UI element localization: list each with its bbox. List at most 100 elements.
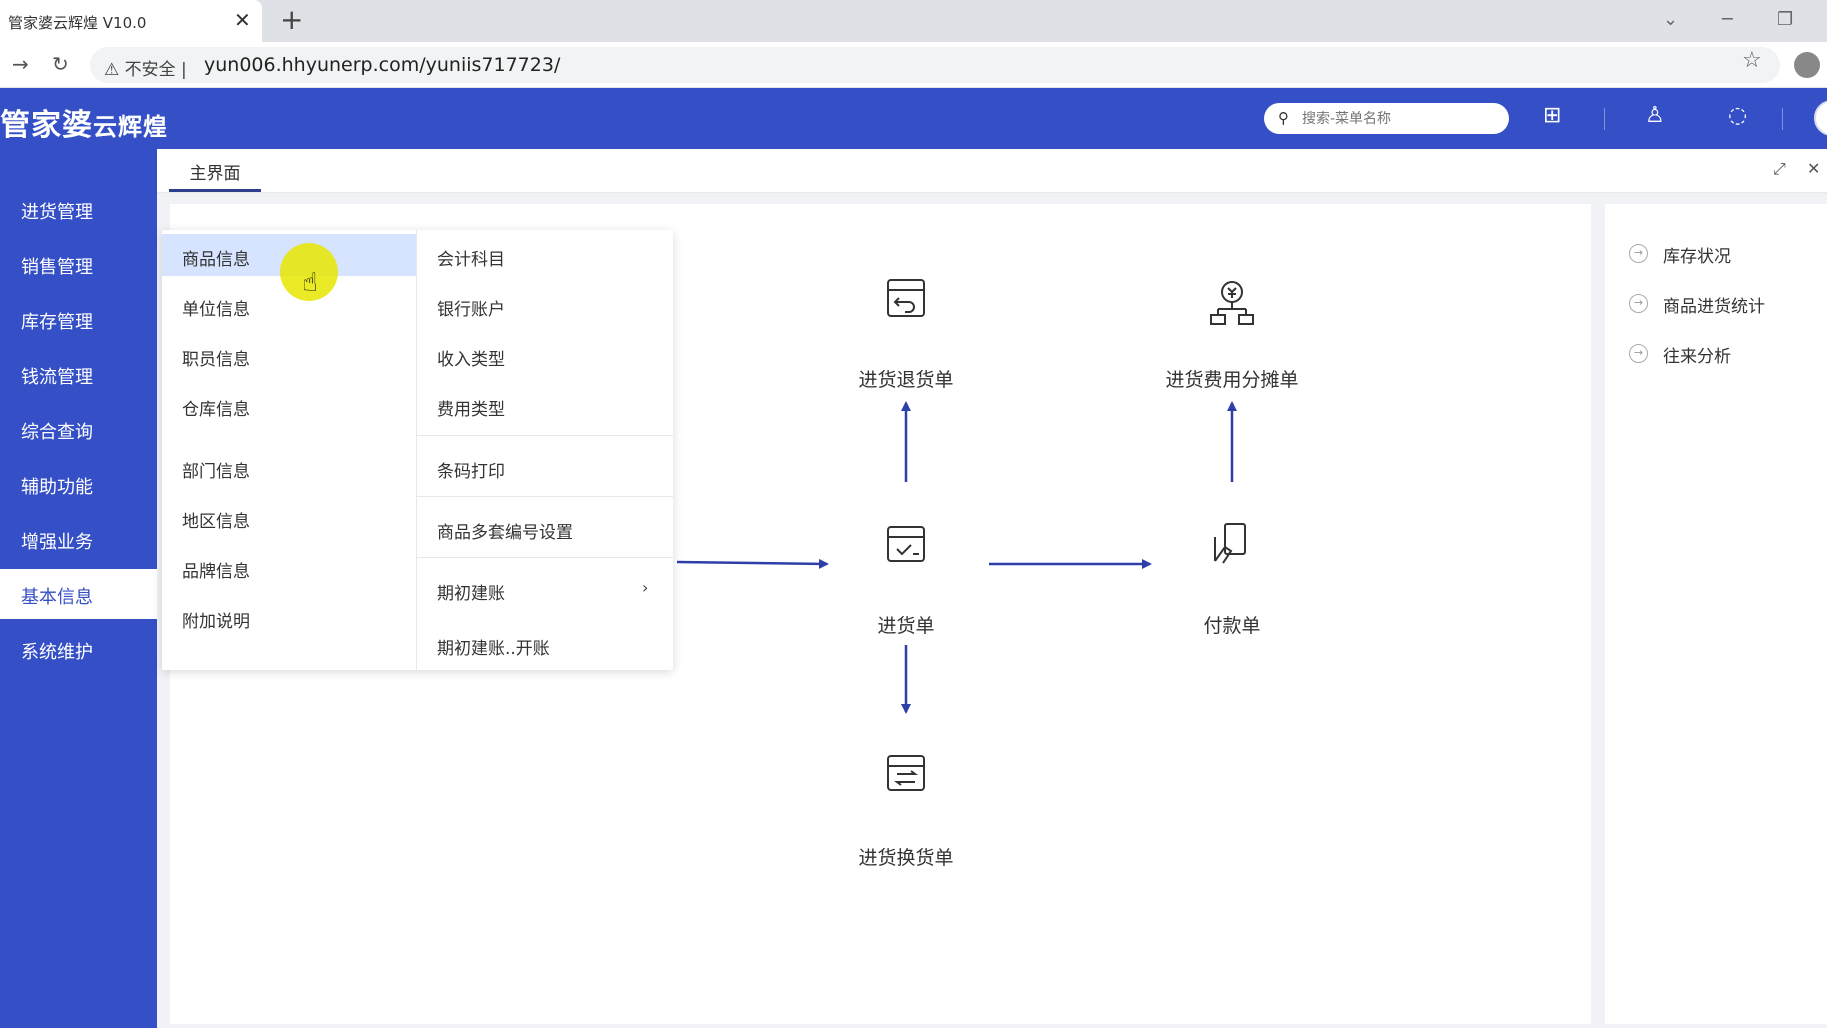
- browser-tabbar: 管家婆云辉煌 V10.0 ✕ + ⌄ ─ ❐: [0, 0, 1827, 42]
- menu-item-warehouse-info[interactable]: 仓库信息: [162, 384, 416, 426]
- cursor-highlight: [280, 243, 338, 301]
- menu-item-opening-balance[interactable]: 期初建账 ›: [417, 568, 673, 610]
- menu-item-region-info[interactable]: 地区信息: [162, 496, 416, 538]
- menu-item-opening-balance-start[interactable]: 期初建账..开账: [417, 623, 673, 665]
- sidebar-item-query[interactable]: 综合查询: [0, 404, 157, 454]
- profile-avatar[interactable]: [1794, 52, 1820, 78]
- forward-icon[interactable]: →: [12, 52, 29, 76]
- flow-node-purchase-exchange[interactable]: 进货换货单: [858, 847, 954, 869]
- menu-item-label: 费用类型: [437, 400, 505, 420]
- menu-item-multi-code-settings[interactable]: 商品多套编号设置: [417, 507, 673, 549]
- purchase-flow-diagram: [676, 279, 1254, 791]
- sidebar-item-label: 基本信息: [21, 587, 93, 608]
- menu-item-label: 品牌信息: [182, 562, 250, 582]
- search-input[interactable]: [1302, 108, 1497, 129]
- menu-item-label: 会计科目: [437, 250, 505, 270]
- menu-item-barcode-print[interactable]: 条码打印: [417, 446, 673, 488]
- flow-node-cost-allocation[interactable]: 进货费用分摊单: [1165, 369, 1299, 391]
- menu-item-bank-accounts[interactable]: 银行账户: [417, 284, 673, 326]
- sidebar-item-enhanced[interactable]: 增强业务: [0, 514, 157, 564]
- menu-item-staff-info[interactable]: 职员信息: [162, 334, 416, 376]
- purchase-return-icon[interactable]: [887, 279, 925, 317]
- logo-sub: 云辉煌: [93, 113, 168, 141]
- menu-item-label: 地区信息: [182, 512, 250, 532]
- link-label: 库存状况: [1663, 247, 1731, 267]
- sidebar-item-label: 辅助功能: [21, 477, 93, 498]
- fullscreen-icon[interactable]: ⤢: [1773, 159, 1786, 178]
- sidebar-item-system[interactable]: 系统维护: [0, 624, 157, 674]
- close-icon[interactable]: ✕: [1807, 159, 1821, 178]
- logo-main: 管家婆: [0, 108, 93, 143]
- browser-tab-title: 管家婆云辉煌 V10.0: [8, 14, 147, 32]
- menu-item-expense-types[interactable]: 费用类型: [417, 384, 673, 426]
- sidebar-item-label: 增强业务: [21, 532, 93, 553]
- flow-node-payment[interactable]: 付款单: [1203, 615, 1261, 637]
- menu-item-notes[interactable]: 附加说明: [162, 596, 416, 638]
- menu-separator: [417, 496, 673, 497]
- menu-item-label: 仓库信息: [182, 400, 250, 420]
- sidebar-item-label: 进货管理: [21, 202, 93, 223]
- purchase-order-icon[interactable]: [887, 526, 925, 562]
- menu-separator: [417, 557, 673, 558]
- new-tab-button[interactable]: +: [280, 3, 304, 36]
- sidebar-item-auxiliary[interactable]: 辅助功能: [0, 459, 157, 509]
- insecure-label[interactable]: ⚠ 不安全 |: [104, 60, 187, 80]
- search-icon: ⚲: [1278, 109, 1289, 127]
- menu-item-label: 期初建账..开账: [437, 639, 550, 659]
- arrow-circle-icon: →: [1629, 294, 1648, 313]
- menu-item-label: 单位信息: [182, 300, 250, 320]
- flow-node-purchase-return[interactable]: 进货退货单: [858, 369, 954, 391]
- app-header: 管家婆云辉煌 ⚲ ⊞ ♙ ◌: [0, 88, 1827, 149]
- user-avatar[interactable]: [1814, 100, 1827, 136]
- menu-item-department-info[interactable]: 部门信息: [162, 446, 416, 488]
- menu-item-label: 银行账户: [437, 300, 505, 320]
- sidebar-item-sales[interactable]: 销售管理: [0, 239, 157, 289]
- link-label: 往来分析: [1663, 347, 1731, 367]
- menu-item-brand-info[interactable]: 品牌信息: [162, 546, 416, 588]
- user-icon[interactable]: ♙: [1645, 103, 1665, 128]
- message-icon[interactable]: ◌: [1728, 103, 1748, 128]
- sidebar-item-inventory[interactable]: 库存管理: [0, 294, 157, 344]
- menu-item-label: 条码打印: [437, 462, 505, 482]
- reload-icon[interactable]: ↻: [52, 52, 69, 76]
- menu-item-label: 职员信息: [182, 350, 250, 370]
- quick-links-panel: → 库存状况 → 商品进货统计 → 往来分析: [1605, 204, 1827, 1024]
- close-tab-icon[interactable]: ✕: [234, 8, 251, 32]
- menu-item-accounts[interactable]: 会计科目: [417, 234, 673, 276]
- flow-node-purchase-order[interactable]: 进货单: [877, 615, 935, 637]
- purchase-exchange-icon[interactable]: [887, 755, 925, 791]
- payment-icon[interactable]: [1214, 523, 1246, 564]
- hand-cursor-icon: ☝: [302, 268, 318, 298]
- app-logo: 管家婆云辉煌: [0, 100, 168, 144]
- tab-main[interactable]: 主界面: [169, 159, 261, 192]
- cost-allocation-icon[interactable]: [1210, 281, 1254, 325]
- menu-item-label: 商品多套编号设置: [437, 523, 573, 543]
- tab-main-label: 主界面: [189, 164, 241, 184]
- browser-tab[interactable]: 管家婆云辉煌 V10.0 ✕: [0, 0, 262, 42]
- bookmark-star-icon[interactable]: ☆: [1742, 48, 1762, 73]
- menu-item-income-types[interactable]: 收入类型: [417, 334, 673, 376]
- sidebar-item-label: 钱流管理: [21, 367, 93, 388]
- sidebar-item-purchase[interactable]: 进货管理: [0, 184, 157, 234]
- url-text[interactable]: yun006.hhyunerp.com/yuniis717723/: [204, 54, 561, 76]
- sidebar-item-basic-info[interactable]: 基本信息: [0, 569, 157, 619]
- menu-item-label: 商品信息: [182, 250, 250, 270]
- menu-search[interactable]: ⚲: [1264, 103, 1509, 134]
- address-bar[interactable]: ⚠ 不安全 | yun006.hhyunerp.com/yuniis717723…: [90, 47, 1780, 83]
- sidebar-item-cashflow[interactable]: 钱流管理: [0, 349, 157, 399]
- restore-icon[interactable]: ❐: [1777, 9, 1794, 30]
- chevron-right-icon: ›: [642, 578, 649, 597]
- tab-search-icon[interactable]: ⌄: [1663, 9, 1679, 30]
- sidebar-item-label: 系统维护: [21, 642, 93, 663]
- arrow-circle-icon: →: [1629, 344, 1648, 363]
- sidebar-item-label: 销售管理: [21, 257, 93, 278]
- sidebar-item-label: 综合查询: [21, 422, 93, 443]
- header-divider: [1782, 108, 1783, 130]
- arrow-circle-icon: →: [1629, 244, 1648, 263]
- minimize-icon[interactable]: ─: [1722, 9, 1733, 30]
- browser-toolbar: → ↻ ⚠ 不安全 | yun006.hhyunerp.com/yuniis71…: [0, 42, 1827, 88]
- menu-item-unit-info[interactable]: 单位信息: [162, 284, 416, 326]
- menu-column-divider: [416, 230, 417, 670]
- grid-icon[interactable]: ⊞: [1543, 103, 1562, 128]
- link-label: 商品进货统计: [1663, 297, 1765, 317]
